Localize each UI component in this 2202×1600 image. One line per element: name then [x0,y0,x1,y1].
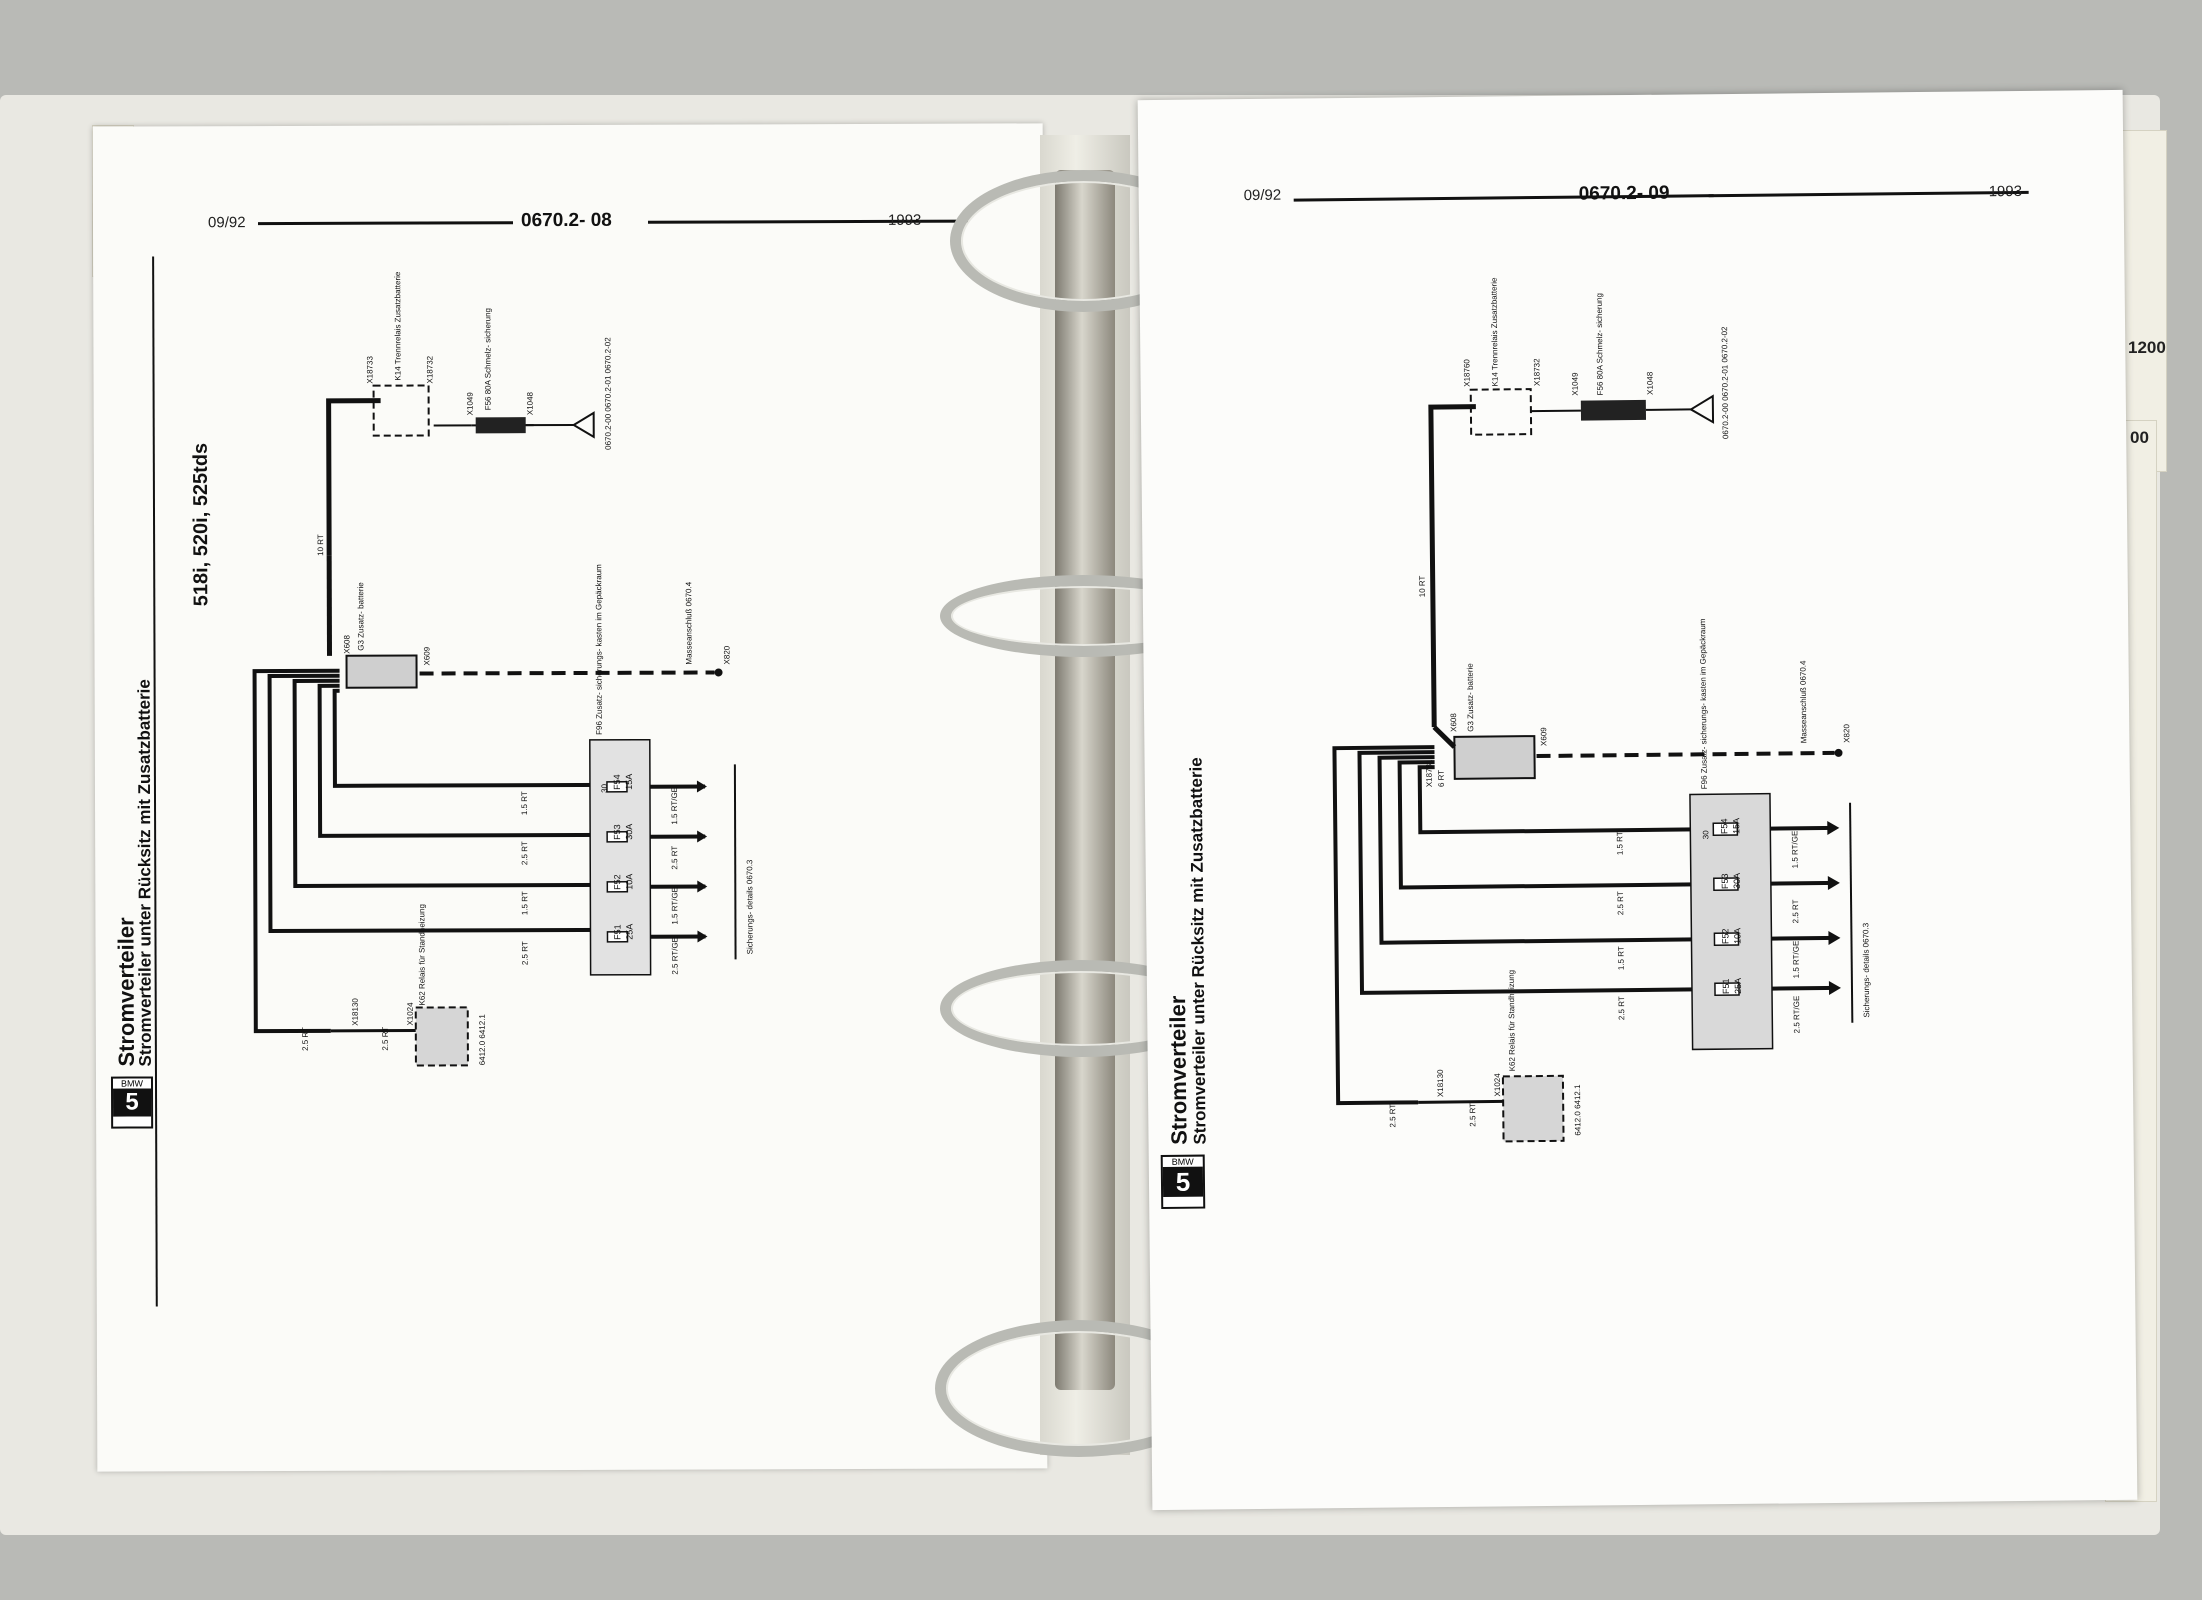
connector-label: X608 [342,635,352,654]
fuse-id: F53 [1719,873,1730,890]
fuse-f56-label: F56 80A Schmelz- sicherung [483,307,493,411]
right-page: 09/92 0670.2- 09 1993 [1137,89,2138,1511]
connector-label: X609 [422,646,432,666]
fuse-out-wire: 2.5 RT/GE [1792,995,1802,1034]
relay-refs: 6412.0 6412.1 [1572,1084,1583,1136]
fuse-amp: 10A [1732,927,1743,945]
fuse-in-wire: 1.5 RT [1615,831,1625,856]
ground-refs: 0670.2-00 0670.2-01 0670.2-02 [603,337,613,450]
fuse-id: F53 [612,824,623,840]
wire-10rt-label: 10 RT [1417,575,1427,598]
fuse-details-label: Sicherungs- details 0670.3 [1861,922,1872,1018]
connector-label: X18781 [1424,759,1434,788]
relay-k14-label: K14 Trennrelais Zusatzbatterie [1489,277,1500,387]
fuse-in-wire: 1.5 RT [1616,946,1626,971]
connector-label: X609 [1539,727,1549,747]
connector-label: X1024 [1492,1073,1503,1097]
bmw-series: 5 [113,1088,152,1117]
fuse-f56-label: F56 80A Schmelz- sicherung [1594,293,1605,396]
ground-label: Masseanschluß 0670.4 [1798,660,1809,744]
ground-ref: X820 [722,645,732,665]
fusebox-f96-label: F96 Zusatz- sicherungs- kasten im Gepäck… [594,564,604,735]
fuse-pin: 30 [1701,830,1711,840]
fuse-id: F54 [1719,818,1730,835]
tab-label-00: 00 [2130,428,2149,447]
bmw-logo: BMW 5 [110,1076,154,1129]
fuse-pin: 30 [599,783,609,793]
wire-6rt-label: 6 RT [1436,769,1446,788]
connector-label: X1049 [465,392,475,416]
connector-label: X1048 [525,391,535,416]
battery-g3-label: G3 Zusatz- batterie [356,582,366,651]
bmw-logo: BMW 5 [1160,1154,1206,1210]
bmw-series: 5 [1162,1166,1204,1197]
tab-label-1200: 1200 [2128,338,2166,357]
bmw-brand: BMW [120,1078,144,1089]
fuse-in-wire: 2.5 RT [520,941,530,966]
bottom-wire: 2.5 RT [380,1026,390,1051]
bottom-wire: 2.5 RT [1468,1102,1478,1127]
fuse-id: F52 [1720,928,1731,945]
diagram-subtitle: Stromverteiler unter Rücksitz mit Zusatz… [1186,757,1210,1145]
connector-label: X18733 [365,356,375,384]
connector-label: X18732 [425,355,435,384]
connector-label: X1024 [405,1002,415,1026]
fuse-amp: 25A [624,923,635,940]
bottom-wire: 2.5 RT [300,1027,310,1051]
fuse-amp: 15A [1731,817,1742,835]
fuse-in-wire: 2.5 RT [1615,891,1626,916]
fuse-out-wire: 2.5 RT [1791,899,1801,924]
fuse-details-label: Sicherungs- details 0670.3 [745,859,755,955]
connector-label: X18760 [1462,359,1472,387]
connector-label: X1049 [1570,372,1580,396]
fuse-amp: 30A [624,823,635,840]
ring-mechanism [1055,170,1115,1390]
connector-label: X608 [1449,713,1459,732]
connector-label: X18130 [350,998,360,1026]
fuse-amp: 10A [624,873,635,890]
fuse-amp: 25A [1732,977,1744,995]
wiring-diagram [152,256,737,1307]
bottom-wire: 2.5 RT [1388,1103,1398,1128]
fuse-out-wire: 1.5 RT/GE [670,886,680,925]
connector-label: X18732 [1532,358,1542,387]
connector-label: X18130 [1435,1069,1446,1098]
relay-refs: 6412.0 6412.1 [477,1014,487,1066]
fuse-in-wire: 2.5 RT [520,841,530,866]
fuse-in-wire: 1.5 RT [519,791,530,816]
ground-refs: 0670.2-00 0670.2-01 0670.2-02 [1720,326,1731,440]
fuse-out-wire: 1.5 RT/GE [669,786,680,825]
fuse-out-wire: 2.5 RT [670,845,680,870]
left-page: 09/92 0670.2- 08 1993 518i, 520i, 525tds [92,123,1048,1472]
relay-k62-label: K62 Relais für Standheizung [417,904,427,1006]
diagram-subtitle: Stromverteiler unter Rücksitz mit Zusatz… [134,679,155,1067]
bmw-brand: BMW [1171,1156,1194,1167]
relay-k14-label: K14 Trennrelais Zusatzbatterie [393,271,403,381]
fuse-amp: 30A [1731,872,1742,890]
fuse-out-wire: 1.5 RT/GE [1790,830,1800,869]
fuse-out-wire: 1.5 RT/GE [1791,940,1801,979]
fuse-id: F51 [612,924,623,940]
fuse-in-wire: 1.5 RT [520,891,530,916]
fuse-amp: 15A [623,773,634,790]
fuse-id: F52 [612,874,623,890]
fuse-id: F51 [1720,978,1732,995]
battery-g3-label: G3 Zusatz- batterie [1465,663,1476,732]
ground-label: Masseanschluß 0670.4 [684,581,694,665]
fuse-id: F54 [611,774,622,790]
wiring-diagram [1332,388,1854,1143]
relay-k62-label: K62 Relais für Standheizung [1506,969,1517,1072]
fuse-out-wire: 2.5 RT/GE [670,936,680,975]
ground-ref: X820 [1842,724,1852,743]
fusebox-f96-label: F96 Zusatz- sicherungs- kasten im Gepäck… [1698,618,1709,790]
wire-10rt-label: 10 RT [316,534,326,556]
connector-label: X1048 [1645,371,1655,395]
fuse-in-wire: 2.5 RT [1617,996,1627,1021]
